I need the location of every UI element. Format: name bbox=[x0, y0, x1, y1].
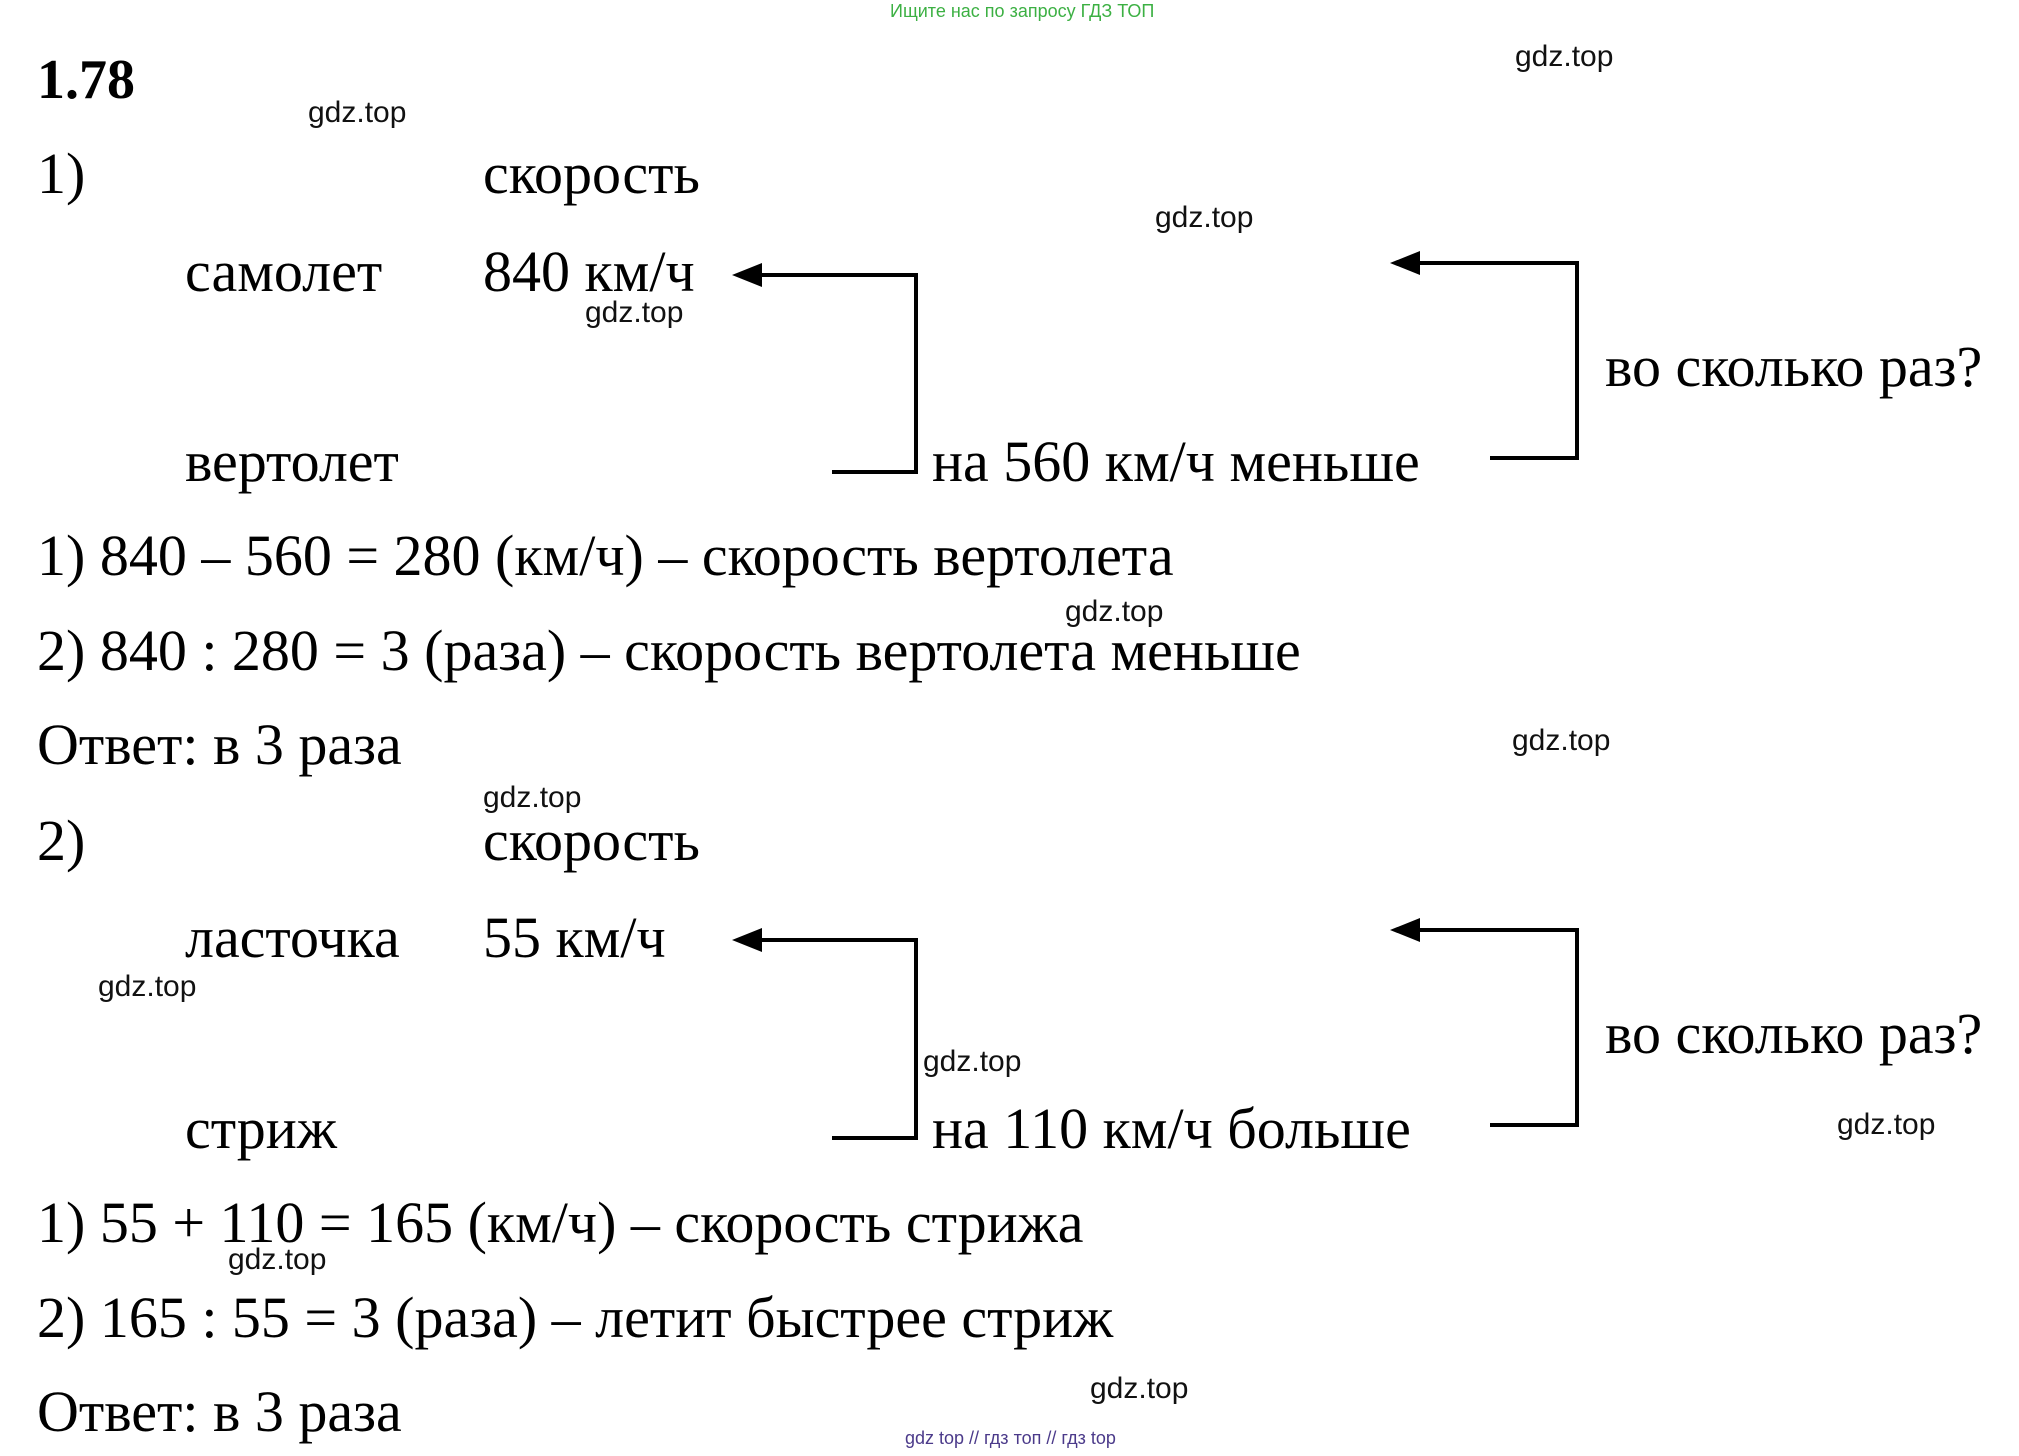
part2-label: 2) bbox=[37, 808, 86, 873]
part1-difference: на 560 км/ч меньше bbox=[932, 429, 1420, 494]
part2-column-header: скорость bbox=[483, 808, 700, 873]
watermark: gdz.top bbox=[1065, 595, 1164, 628]
part1-row1-name: самолет bbox=[185, 239, 383, 304]
part1-column-header: скорость bbox=[483, 141, 700, 206]
watermark: gdz.top bbox=[228, 1243, 327, 1276]
part2-row1-name: ласточка bbox=[185, 905, 400, 970]
part2-difference: на 110 км/ч больше bbox=[932, 1096, 1411, 1161]
part1-difference-arrowhead bbox=[732, 263, 762, 287]
part1-step2: 2) 840 : 280 = 3 (раза) – скорость верто… bbox=[37, 618, 1301, 683]
part1-question: во сколько раз? bbox=[1605, 334, 1983, 399]
watermark: gdz.top bbox=[308, 96, 407, 129]
watermark: gdz.top bbox=[1512, 724, 1611, 757]
part2-ratio-bracket bbox=[1415, 928, 1579, 1127]
watermark: gdz.top bbox=[585, 296, 684, 329]
part2-difference-bracket bbox=[760, 938, 918, 1140]
problem-number: 1.78 bbox=[37, 49, 135, 111]
part2-step1: 1) 55 + 110 = 165 (км/ч) – скорость стри… bbox=[37, 1190, 1084, 1255]
part2-answer: Ответ: в 3 раза bbox=[37, 1379, 402, 1444]
part2-step2: 2) 165 : 55 = 3 (раза) – летит быстрее с… bbox=[37, 1285, 1114, 1350]
watermark: gdz.top bbox=[98, 970, 197, 1003]
part2-difference-arrowhead bbox=[732, 928, 762, 952]
part2-question: во сколько раз? bbox=[1605, 1001, 1983, 1066]
watermark: gdz.top bbox=[1837, 1108, 1936, 1141]
watermark: gdz.top bbox=[1090, 1372, 1189, 1405]
watermark: gdz.top bbox=[1515, 40, 1614, 73]
part2-ratio-arrowhead bbox=[1390, 918, 1420, 942]
part2-row1-value: 55 км/ч bbox=[483, 905, 666, 970]
part1-ratio-bracket bbox=[1415, 261, 1579, 460]
part1-step1: 1) 840 – 560 = 280 (км/ч) – скорость вер… bbox=[37, 523, 1174, 588]
footer-links[interactable]: gdz top // гдз топ // гдз top bbox=[905, 1428, 1116, 1448]
part1-ratio-arrowhead bbox=[1390, 251, 1420, 275]
part1-answer: Ответ: в 3 раза bbox=[37, 712, 402, 777]
watermark: gdz.top bbox=[483, 781, 582, 814]
part2-row2-name: стриж bbox=[185, 1096, 337, 1161]
part1-difference-bracket bbox=[760, 273, 918, 474]
search-hint-link[interactable]: Ищите нас по запросу ГДЗ ТОП bbox=[890, 1, 1155, 21]
part1-row2-name: вертолет bbox=[185, 429, 399, 494]
part1-row1-value: 840 км/ч bbox=[483, 239, 695, 304]
part1-label: 1) bbox=[37, 141, 86, 206]
watermark: gdz.top bbox=[923, 1045, 1022, 1078]
watermark: gdz.top bbox=[1155, 201, 1254, 234]
